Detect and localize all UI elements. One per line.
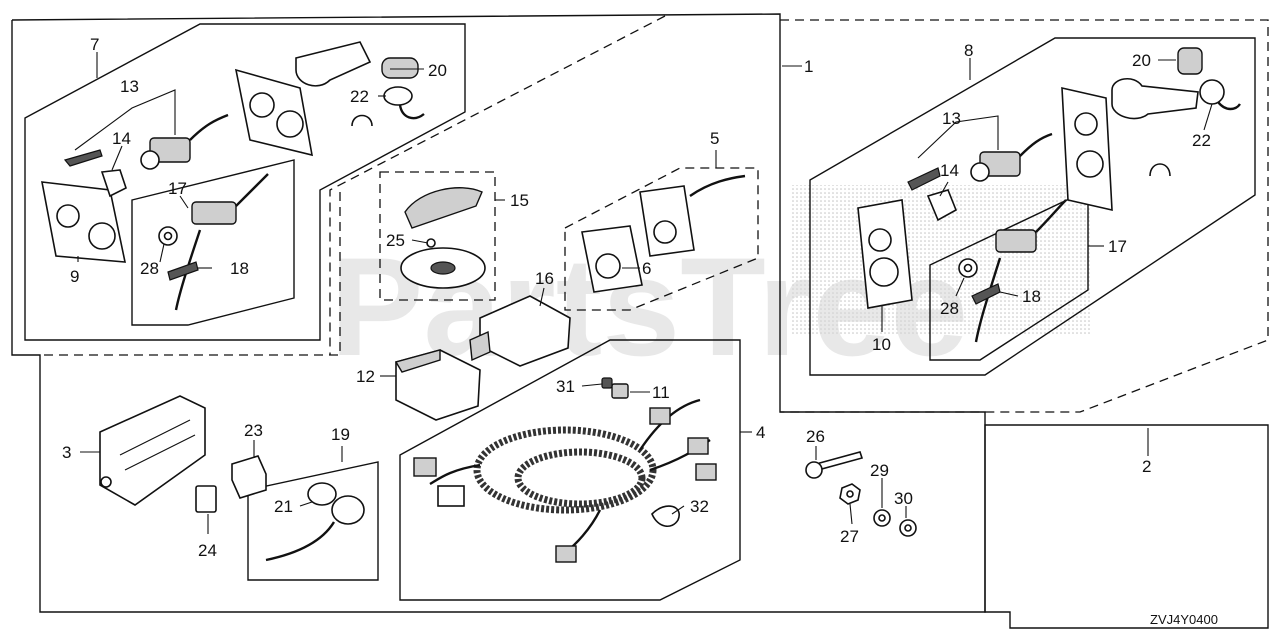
callout-1: 1	[804, 57, 813, 76]
callout-15: 15	[510, 191, 529, 210]
part-4-wire-harness	[413, 398, 717, 563]
part-29-washer	[873, 509, 891, 527]
group-5-box	[564, 167, 759, 311]
part-27-nut	[839, 483, 861, 505]
part-17-switch	[174, 173, 269, 311]
part-17-switch-right	[974, 199, 1067, 343]
part-3-bracket	[99, 395, 206, 506]
callout-11: 11	[652, 383, 670, 402]
kit-1-lower-dashed	[40, 192, 341, 356]
part-7-panel	[234, 68, 314, 157]
callout-25: 25	[386, 231, 405, 250]
part-21-relay	[265, 482, 365, 562]
callout-22: 22	[350, 87, 369, 106]
part-32-clamp	[651, 505, 680, 527]
group-19-box	[247, 461, 379, 581]
callout-18: 18	[230, 259, 249, 278]
callout-32: 32	[690, 497, 709, 516]
part-5-switch-housing	[639, 174, 746, 257]
callout-8: 8	[964, 41, 973, 60]
callout-21: 21	[274, 497, 293, 516]
callout-3: 3	[62, 443, 71, 462]
part-26-bolt	[805, 451, 864, 479]
part-30-washer	[899, 519, 917, 537]
part-14-knob	[100, 169, 127, 198]
part-13-key-icon	[63, 149, 103, 167]
callout-30: 30	[894, 489, 913, 508]
callout-6: 6	[642, 259, 651, 278]
callout-5: 5	[710, 129, 719, 148]
part-12-case	[394, 349, 481, 421]
part-20-bracket-right	[1111, 47, 1203, 120]
group-17-box	[131, 159, 295, 326]
part-8-panel	[1061, 86, 1113, 212]
group-17-right-box	[929, 188, 1089, 361]
part-16-module	[469, 295, 571, 367]
callout-14: 14	[112, 129, 131, 148]
callout-16: 16	[535, 269, 554, 288]
group-15-box	[379, 171, 496, 301]
callout-28-right: 28	[940, 299, 959, 318]
leader-lines	[74, 52, 1213, 534]
part-31-cap	[601, 377, 613, 389]
part-23-connector	[231, 455, 267, 499]
callout-17-right: 17	[1108, 237, 1127, 256]
callout-13-right: 13	[942, 109, 961, 128]
part-28-washer	[158, 226, 178, 246]
group-4-box	[399, 339, 741, 601]
callout-13: 13	[120, 77, 139, 96]
callout-2: 2	[1142, 457, 1151, 476]
callout-4: 4	[756, 423, 765, 442]
callout-14-right: 14	[940, 161, 959, 180]
kit-1-dashed-divider	[329, 15, 666, 355]
callout-17: 17	[168, 179, 187, 198]
callout-28-hardware-29: 29	[870, 461, 889, 480]
part-11-connector	[611, 383, 629, 399]
callout-20-right: 20	[1132, 51, 1151, 70]
part-6-bezel	[581, 225, 643, 293]
group-7-box	[24, 23, 466, 341]
callout-7: 7	[90, 35, 99, 54]
callout-20: 20	[428, 61, 447, 80]
callout-31: 31	[556, 377, 575, 396]
callout-27: 27	[840, 527, 859, 546]
part-14-knob-right	[926, 189, 958, 222]
callout-23: 23	[244, 421, 263, 440]
part-24-clip	[195, 485, 217, 513]
part-13-ignition-switch	[140, 113, 229, 170]
part-18-spring-icon	[167, 261, 199, 281]
callout-24: 24	[198, 541, 217, 560]
callout-19: 19	[331, 425, 350, 444]
part-10-cover-plate	[857, 199, 913, 309]
callout-18-right: 18	[1022, 287, 1041, 306]
callout-12: 12	[356, 367, 375, 386]
part-20-bracket	[295, 41, 419, 87]
part-9-cover-plate	[41, 181, 127, 263]
part-28-washer-right	[958, 258, 978, 278]
callout-22-right: 22	[1192, 131, 1211, 150]
callout-10: 10	[872, 335, 891, 354]
kit-2-lower-frame	[984, 424, 1269, 629]
part-13-switch-right	[907, 132, 1053, 191]
callout-28: 28	[140, 259, 159, 278]
callout-9: 9	[70, 267, 79, 286]
callout-26: 26	[806, 427, 825, 446]
group-8-box	[809, 37, 1256, 376]
part-15-key-fob	[400, 187, 486, 289]
figure-code: ZVJ4Y0400	[1150, 612, 1218, 627]
